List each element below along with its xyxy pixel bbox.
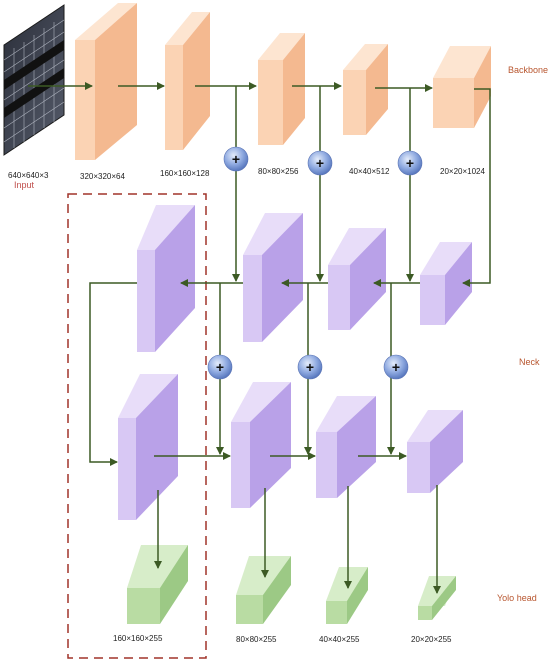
svg-text:+: + <box>232 151 240 167</box>
plus-node-1: + <box>223 146 249 172</box>
head-dim-3: 40×40×255 <box>319 635 360 644</box>
backbone-block-2 <box>165 12 210 150</box>
plus-node-4: + <box>207 354 233 380</box>
head-dim-2: 80×80×255 <box>236 635 277 644</box>
backbone-label: Backbone <box>508 65 548 75</box>
neck-lower-block-2 <box>231 382 291 508</box>
svg-text:+: + <box>392 359 400 375</box>
input-dims: 640×640×3 <box>8 171 49 180</box>
plus-node-2: + <box>307 150 333 176</box>
backbone-block-1 <box>75 3 137 160</box>
svg-text:+: + <box>216 359 224 375</box>
svg-text:+: + <box>306 359 314 375</box>
head-block-3 <box>326 567 368 624</box>
head-dim-4: 20×20×255 <box>411 635 452 644</box>
backbone-block-5 <box>433 46 491 128</box>
neck-label: Neck <box>519 357 540 367</box>
input-label: Input <box>14 180 35 190</box>
neck-lower-block-4 <box>407 410 463 493</box>
plus-node-3: + <box>397 150 423 176</box>
backbone-dim-1: 320×320×64 <box>80 172 125 181</box>
connectors <box>28 82 491 594</box>
neck-upper-block-3 <box>328 228 386 330</box>
backbone-dim-2: 160×160×128 <box>160 169 210 178</box>
neck-lower-block-1 <box>118 374 178 520</box>
backbone-dim-4: 40×40×512 <box>349 167 390 176</box>
head-label: Yolo head <box>497 593 537 603</box>
plus-node-6: + <box>383 354 409 380</box>
backbone-dim-3: 80×80×256 <box>258 167 299 176</box>
backbone-dim-5: 20×20×1024 <box>440 167 485 176</box>
highlight-dashed-box <box>67 193 207 659</box>
head-dim-1: 160×160×255 <box>113 634 163 643</box>
svg-text:+: + <box>316 155 324 171</box>
backbone-block-4 <box>343 44 388 135</box>
arrow-b5-to-neck <box>462 88 491 287</box>
plus-node-5: + <box>297 354 323 380</box>
input-image <box>3 4 65 156</box>
neck-upper-block-2 <box>243 213 303 342</box>
head-block-2 <box>236 556 291 624</box>
svg-text:+: + <box>406 155 414 171</box>
neck-upper-block-1 <box>137 205 195 352</box>
arrow-nu1-to-nl1 <box>89 282 137 466</box>
neck-lower-block-3 <box>316 396 376 498</box>
backbone-block-3 <box>258 33 305 145</box>
neck-upper-block-4 <box>420 242 472 325</box>
